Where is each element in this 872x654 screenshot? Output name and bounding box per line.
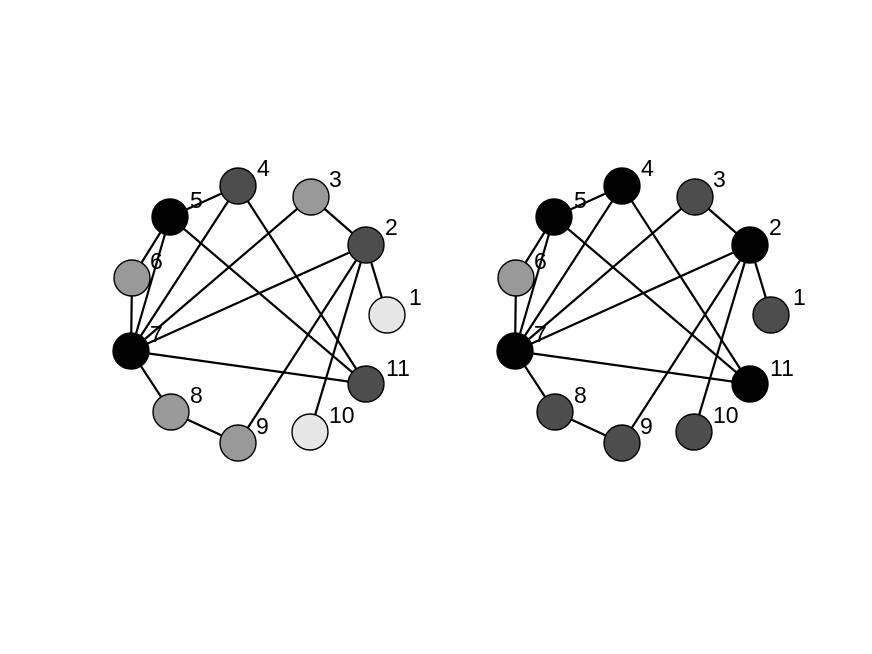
node-label-5: 5 xyxy=(574,187,587,213)
edge-4-11 xyxy=(237,185,367,385)
node-9 xyxy=(603,424,641,462)
node-label-6: 6 xyxy=(150,248,163,274)
node-10 xyxy=(291,413,329,451)
node-8 xyxy=(152,393,190,431)
node-label-4: 4 xyxy=(257,155,270,181)
node-label-11: 11 xyxy=(386,355,410,381)
node-5 xyxy=(151,198,189,236)
edge-4-11 xyxy=(621,185,751,385)
node-label-8: 8 xyxy=(190,382,203,408)
node-label-3: 3 xyxy=(329,166,342,192)
node-4 xyxy=(603,167,641,205)
edge-5-11 xyxy=(169,216,367,385)
edge-4-7 xyxy=(130,185,239,352)
edge-7-11 xyxy=(514,349,751,386)
edge-4-7 xyxy=(514,185,623,352)
node-label-11: 11 xyxy=(770,355,794,381)
edge-2-7 xyxy=(130,243,367,353)
edge-2-9 xyxy=(621,244,751,444)
edge-3-7 xyxy=(514,196,696,352)
network-graph-right: 1 2 3 4 5 6 7 8 9 10 11 xyxy=(496,155,806,462)
edge-2-9 xyxy=(237,244,367,444)
node-8 xyxy=(536,393,574,431)
node-2 xyxy=(347,226,385,264)
node-5 xyxy=(535,198,573,236)
node-label-1: 1 xyxy=(409,284,422,310)
edge-3-7 xyxy=(130,196,312,352)
node-label-4: 4 xyxy=(641,155,654,181)
node-label-9: 9 xyxy=(640,413,653,439)
node-6 xyxy=(497,259,535,297)
node-label-1: 1 xyxy=(793,284,806,310)
node-6 xyxy=(113,259,151,297)
edge-2-10 xyxy=(308,244,368,433)
edge-5-7 xyxy=(513,216,556,352)
node-3 xyxy=(676,178,714,216)
node-label-7: 7 xyxy=(534,321,547,347)
node-label-10: 10 xyxy=(713,402,739,428)
node-label-8: 8 xyxy=(574,382,587,408)
node-11 xyxy=(731,365,769,403)
node-11 xyxy=(347,365,385,403)
node-4 xyxy=(219,167,257,205)
node-7 xyxy=(112,332,150,370)
node-label-2: 2 xyxy=(385,214,398,240)
node-3 xyxy=(292,178,330,216)
edge-2-7 xyxy=(514,243,751,353)
node-label-7: 7 xyxy=(150,321,163,347)
node-10 xyxy=(675,413,713,451)
node-label-10: 10 xyxy=(329,402,355,428)
node-2 xyxy=(731,226,769,264)
node-1 xyxy=(368,296,406,334)
node-1 xyxy=(752,296,790,334)
node-label-9: 9 xyxy=(256,413,269,439)
node-label-5: 5 xyxy=(190,187,203,213)
node-label-2: 2 xyxy=(769,214,782,240)
node-9 xyxy=(219,424,257,462)
node-label-3: 3 xyxy=(713,166,726,192)
node-7 xyxy=(496,332,534,370)
edge-2-10 xyxy=(692,244,752,433)
edge-7-11 xyxy=(130,349,367,386)
edge-5-11 xyxy=(553,216,751,385)
network-graph-left: 1 2 3 4 5 6 7 8 9 10 11 xyxy=(112,155,422,462)
edge-5-7 xyxy=(129,216,172,352)
node-label-6: 6 xyxy=(534,248,547,274)
